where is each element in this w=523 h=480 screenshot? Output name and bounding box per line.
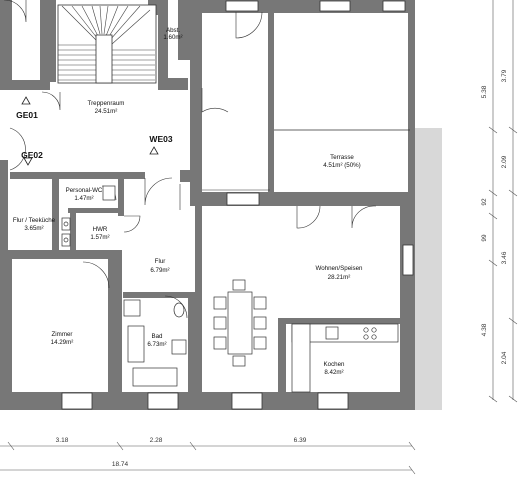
terrasse-label: Terrasse: [330, 154, 354, 161]
dim-right-outer-4: 4.38: [481, 323, 488, 336]
room-labels: Abst. 1.60m² Treppenraum 24.51m² Terrass…: [13, 27, 363, 376]
hwr-label: HWR: [93, 226, 108, 233]
dim-bottom-1: 3.18: [56, 437, 69, 444]
ge02-arrow-icon: [23, 157, 33, 166]
dining-table: [213, 279, 267, 367]
personal-wc-area: 1.47m²: [74, 195, 93, 202]
bad-label: Bad: [151, 333, 163, 340]
abst-label: Abst.: [166, 27, 180, 34]
exterior-area: [412, 128, 442, 410]
treppenraum-label: Treppenraum: [88, 100, 125, 107]
we03-arrow-icon: [149, 146, 159, 155]
bottom-dimensions: 3.18 2.28 6.39 18.74: [0, 437, 416, 475]
we03-marker: WE03: [149, 134, 172, 144]
flur-label: Flur: [155, 258, 166, 265]
staircase: [57, 4, 157, 84]
hwr-area: 1.57m²: [90, 234, 109, 241]
dim-right-inner-1: 3.79: [501, 69, 508, 82]
bathroom-fixtures: [123, 299, 187, 387]
kitchen-counter: [291, 323, 399, 393]
kochen-label: Kochen: [324, 361, 346, 368]
zimmer-label: Zimmer: [52, 331, 73, 338]
wc-fixtures: [61, 185, 116, 247]
kochen-area: 8.42m²: [324, 369, 343, 376]
abst-area: 1.60m²: [163, 34, 182, 41]
dim-total: 18.74: [112, 461, 129, 468]
dim-right-inner-3: 3.46: [501, 251, 508, 264]
windows: [61, 0, 414, 410]
ge01-marker: GE01: [16, 110, 38, 120]
ge01-arrow-icon: [21, 96, 31, 105]
dim-right-outer-1: 5.38: [481, 85, 488, 98]
dim-bottom-2: 2.28: [150, 437, 163, 444]
flur-area: 6.79m²: [150, 267, 169, 274]
dim-right-outer-3: 99: [481, 234, 488, 242]
ge02-marker: GE02: [21, 150, 43, 160]
right-dimensions: 5.38 92 99 4.38 3.79 2.09 3.46 2.04: [481, 0, 518, 403]
treppenraum-area: 24.51m²: [95, 108, 118, 115]
personal-wc-label: Personal-WC: [66, 187, 103, 194]
wohnen-area: 28.21m²: [328, 274, 351, 281]
dim-right-outer-2: 92: [481, 198, 488, 206]
dim-right-inner-4: 2.04: [501, 351, 508, 364]
bad-area: 6.73m²: [147, 341, 166, 348]
terrasse-area: 4.51m² (50%): [323, 162, 360, 169]
dim-right-inner-2: 2.09: [501, 155, 508, 168]
dim-bottom-3: 6.39: [294, 437, 307, 444]
flur-teekueche-area: 3.65m²: [24, 225, 43, 232]
flur-teekueche-label: Flur / Teeküche: [13, 217, 56, 224]
zimmer-area: 14.29m²: [51, 339, 74, 346]
wohnen-label: Wohnen/Speisen: [315, 265, 363, 272]
